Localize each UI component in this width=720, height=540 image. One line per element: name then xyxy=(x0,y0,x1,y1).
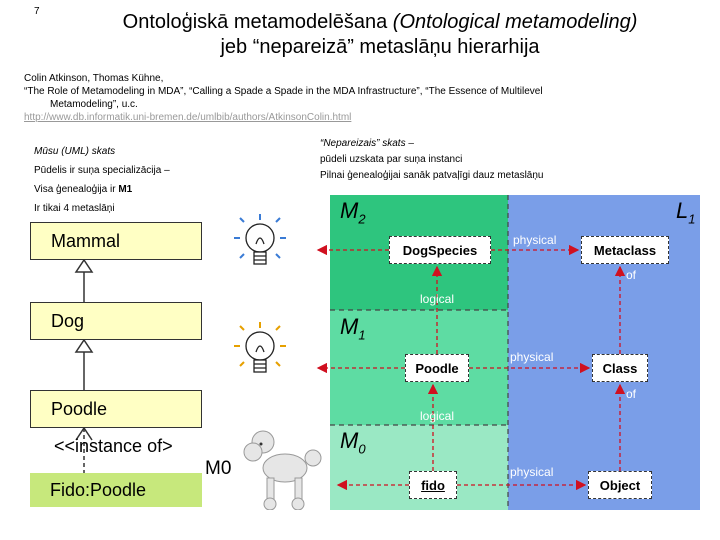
wrong-view-notes: “Nepareizais” skats – pūdeli uzskata par… xyxy=(320,136,543,184)
edge-physical-label: physical xyxy=(510,350,554,364)
edge-physical-label: physical xyxy=(513,233,557,247)
class-dog-label: Dog xyxy=(51,310,85,331)
edge-of-label: of xyxy=(626,387,637,401)
poodle-image xyxy=(243,430,322,510)
ref-authors: Colin Atkinson, Thomas Kühne, xyxy=(24,73,164,84)
edge-logical-label: logical xyxy=(420,409,455,423)
instance-of-label: <<instance of> xyxy=(54,436,173,456)
node-dogspecies: DogSpecies xyxy=(389,236,491,264)
references: Colin Atkinson, Thomas Kühne, “The Role … xyxy=(24,72,714,124)
note-uml-view: Mūsu (UML) skats xyxy=(34,146,116,157)
slide-title: Ontoloģiskā metamodelēšana (Ontological … xyxy=(60,10,700,60)
class-mammal-label: Mammal xyxy=(51,230,121,251)
note-instance: pūdeli uzskata par suņa instanci xyxy=(320,154,463,165)
node-fido: fido xyxy=(409,471,457,499)
note-wrong-view: “Nepareizais” skats – xyxy=(320,138,414,149)
level-m2-label: M2 xyxy=(340,198,366,227)
edge-physical-label: physical xyxy=(510,465,554,479)
note-m1: M1 xyxy=(118,184,133,195)
ref-url-link[interactable]: http://www.db.informatik.uni-bremen.de/u… xyxy=(24,112,352,123)
title-english: (Ontological metamodeling) xyxy=(392,11,638,33)
title-subtitle: jeb “nepareizā” metaslāņu hierarhija xyxy=(220,36,540,58)
slide-number: 7 xyxy=(34,6,40,17)
edge-of-label: of xyxy=(626,268,637,282)
title-main: Ontoloģiskā metamodelēšana xyxy=(122,11,393,33)
m0-label: M0 xyxy=(205,458,232,479)
object-fido-label: Fido:Poodle xyxy=(50,479,147,500)
class-poodle: Poodle xyxy=(30,390,202,428)
node-metaclass: Metaclass xyxy=(581,236,669,264)
uml-view-notes: Mūsu (UML) skats Pūdelis ir suņa special… xyxy=(34,142,170,218)
note-four-layers: Ir tikai 4 metaslāņi xyxy=(34,203,115,214)
note-arbitrary: Pilnai ģenealoģijai sanāk patvaļīgi dauz… xyxy=(320,170,544,181)
node-object: Object xyxy=(588,471,652,499)
class-dog: Dog xyxy=(30,302,202,340)
node-class: Class xyxy=(592,354,648,382)
class-mammal: Mammal xyxy=(30,222,202,260)
class-poodle-label: Poodle xyxy=(51,398,108,419)
ref-papers-2: Metamodeling”, u.c. xyxy=(50,99,138,110)
edge-logical-label: logical xyxy=(420,292,455,306)
lightbulb-icon xyxy=(234,322,286,373)
level-l1-label: L1 xyxy=(676,198,696,227)
note-specialization: Pūdelis ir suņa specializācija – xyxy=(34,165,170,176)
object-fido: Fido:Poodle xyxy=(30,473,202,507)
note-genealogy: Visa ģenealoģija ir xyxy=(34,184,119,195)
ref-papers-1: “The Role of Metamodeling in MDA”, “Call… xyxy=(24,86,543,97)
level-m0-label: M0 xyxy=(340,428,366,457)
level-m1-label: M1 xyxy=(340,314,366,343)
lightbulb-icon xyxy=(234,214,286,265)
node-poodle: Poodle xyxy=(405,354,469,382)
